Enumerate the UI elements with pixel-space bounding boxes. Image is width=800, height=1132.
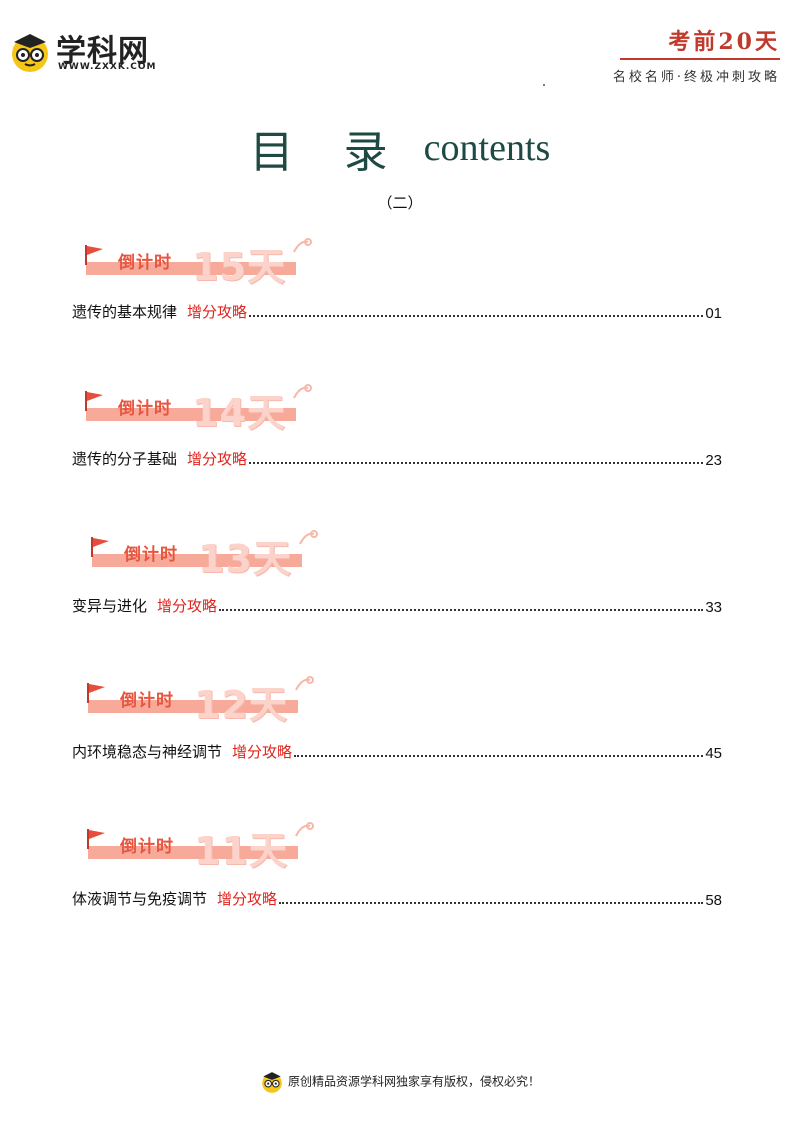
toc-leader bbox=[219, 609, 704, 611]
title-cn: 目 录 bbox=[249, 127, 406, 178]
toc-title: 体液调节与免疫调节 bbox=[72, 890, 208, 908]
banner-stripe bbox=[88, 700, 298, 713]
toc-page: 45 bbox=[705, 745, 722, 762]
header-divider bbox=[620, 58, 780, 60]
flag-icon bbox=[88, 534, 112, 558]
header-right: 考前20天 名校名师·终极冲刺攻略 bbox=[613, 24, 780, 85]
sparkle-icon bbox=[292, 820, 314, 842]
banner-stripe bbox=[86, 408, 296, 421]
toc-leader bbox=[249, 315, 704, 317]
toc-page: 23 bbox=[705, 452, 722, 469]
countdown-banner: 倒计时 15天 bbox=[82, 236, 322, 289]
title-en: contents bbox=[423, 127, 551, 169]
banner-days: 15天 bbox=[192, 245, 286, 289]
toc-leader bbox=[294, 755, 704, 757]
banner-days: 12天 bbox=[194, 683, 288, 727]
toc-row[interactable]: 遗传的基本规律 增分攻略 01 bbox=[72, 300, 722, 322]
toc-strategy: 增分攻略 bbox=[157, 597, 218, 615]
banner-label: 倒计时 bbox=[120, 837, 174, 857]
sparkle-icon bbox=[290, 382, 312, 404]
countdown-badge: 考前20天 bbox=[668, 29, 780, 55]
toc-leader bbox=[279, 902, 704, 904]
stray-dot bbox=[543, 84, 545, 86]
toc-strategy: 增分攻略 bbox=[232, 743, 293, 761]
banner-stripe bbox=[86, 262, 296, 275]
flag-icon bbox=[82, 388, 106, 412]
banner-days: 14天 bbox=[192, 391, 286, 435]
toc-page: 33 bbox=[705, 599, 722, 616]
toc-row[interactable]: 体液调节与免疫调节 增分攻略 58 bbox=[72, 887, 722, 909]
toc-row[interactable]: 遗传的分子基础 增分攻略 23 bbox=[72, 447, 722, 469]
logo-url: WWW.ZXXK.COM bbox=[58, 62, 157, 72]
banner-days: 11天 bbox=[194, 829, 288, 873]
mascot-icon bbox=[260, 1070, 284, 1094]
banner-label: 倒计时 bbox=[120, 691, 174, 711]
flag-icon bbox=[84, 680, 108, 704]
logo-text: 学科网 bbox=[56, 34, 149, 69]
footer: 原创精品资源学科网独家享有版权，侵权必究！ bbox=[0, 1070, 800, 1094]
toc-page: 58 bbox=[705, 892, 722, 909]
banner-label: 倒计时 bbox=[118, 399, 172, 419]
countdown-banner: 倒计时 12天 bbox=[84, 674, 324, 727]
toc-strategy: 增分攻略 bbox=[187, 450, 248, 468]
toc-row[interactable]: 内环境稳态与神经调节 增分攻略 45 bbox=[72, 740, 722, 762]
toc-leader bbox=[249, 462, 704, 464]
toc-row[interactable]: 变异与进化 增分攻略 33 bbox=[72, 594, 722, 616]
flag-icon bbox=[82, 242, 106, 266]
toc-title: 遗传的基本规律 bbox=[72, 303, 178, 321]
countdown-banner: 倒计时 13天 bbox=[88, 528, 328, 581]
site-logo[interactable]: 学科网 WWW.ZXXK.COM bbox=[8, 26, 178, 76]
toc-title: 变异与进化 bbox=[72, 597, 148, 615]
header-subtitle: 名校名师·终极冲刺攻略 bbox=[612, 70, 780, 85]
mascot-icon bbox=[8, 30, 52, 74]
sparkle-icon bbox=[296, 528, 318, 550]
banner-stripe bbox=[92, 554, 302, 567]
part-label: （二） bbox=[377, 194, 423, 212]
toc-strategy: 增分攻略 bbox=[217, 890, 278, 908]
banner-label: 倒计时 bbox=[124, 545, 178, 565]
toc-strategy: 增分攻略 bbox=[187, 303, 248, 321]
banner-label: 倒计时 bbox=[118, 253, 172, 273]
copyright-text: 原创精品资源学科网独家享有版权，侵权必究！ bbox=[287, 1074, 540, 1089]
toc-page: 01 bbox=[705, 305, 722, 322]
banner-days: 13天 bbox=[198, 537, 292, 581]
toc-title: 内环境稳态与神经调节 bbox=[72, 743, 223, 761]
sparkle-icon bbox=[292, 674, 314, 696]
countdown-banner: 倒计时 14天 bbox=[82, 382, 322, 435]
countdown-banner: 倒计时 11天 bbox=[84, 820, 324, 873]
toc-title: 遗传的分子基础 bbox=[72, 450, 178, 468]
flag-icon bbox=[84, 826, 108, 850]
sparkle-icon bbox=[290, 236, 312, 258]
banner-stripe bbox=[88, 846, 298, 859]
page-title: 目 录 contents bbox=[0, 116, 800, 180]
